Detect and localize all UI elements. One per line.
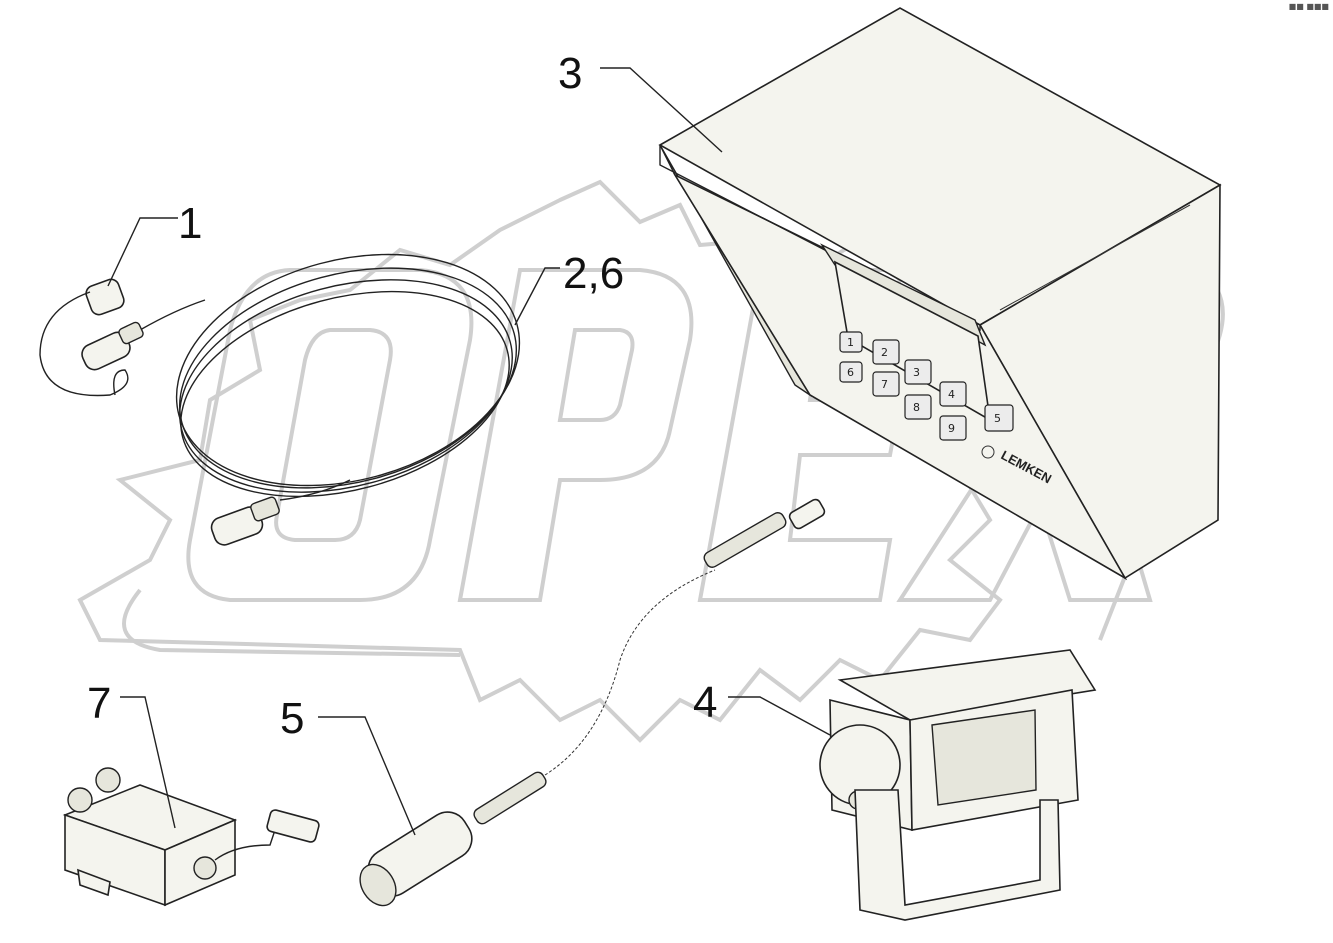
callout-labels: 1 2,6 3 4 5 7 [87, 49, 717, 743]
camera-unit [819, 649, 1097, 921]
monitor-visor-edge [659, 145, 981, 332]
monitor-unit: 1 2 3 4 5 6 7 8 9 LEMKEN [658, 7, 1222, 581]
plug-cable-dashed [544, 569, 716, 776]
monitor-key [872, 371, 900, 397]
leader-line-2-6 [514, 267, 560, 326]
monitor-key [904, 394, 932, 420]
camera-bracket [854, 789, 1061, 921]
label-2-6: 2,6 [563, 249, 624, 298]
monitor-key [839, 331, 863, 353]
monitor-brand-logo [981, 445, 995, 459]
coiled-cable [81, 253, 521, 546]
leader-line-5 [318, 716, 416, 836]
monitor-key-label: 7 [881, 378, 888, 391]
label-7: 7 [87, 679, 111, 728]
cable-lead-top [139, 299, 206, 331]
cable-lead-bottom [279, 479, 351, 501]
monitor-keypad: 1 2 3 4 5 6 7 8 9 [839, 331, 1014, 441]
leader-line-7 [120, 696, 176, 829]
cap-strap [39, 291, 129, 397]
label-5: 5 [280, 694, 304, 743]
monitor-top-line [999, 204, 1191, 311]
cable-coil-loop [180, 290, 510, 498]
monitor-key [984, 404, 1014, 432]
cable-coil-loop [178, 267, 518, 489]
label-4: 4 [693, 678, 717, 727]
junction-lead-plug [266, 809, 320, 843]
leader-line-3 [600, 67, 723, 153]
monitor-key [839, 361, 863, 383]
cable-end-connector [788, 498, 826, 530]
monitor-key-label: 9 [948, 422, 955, 435]
camera-lens-window [931, 709, 1037, 806]
plug-face [359, 863, 397, 907]
watermark-letter-p [457, 268, 694, 602]
monitor-key-label: 3 [913, 366, 920, 379]
label-3: 3 [558, 49, 582, 98]
junction-port [95, 767, 121, 793]
monitor-key-label: 4 [948, 388, 955, 401]
monitor-key-label: 2 [881, 346, 888, 359]
junction-box [62, 767, 320, 907]
cable-strain-relief-top [703, 512, 787, 568]
connector-female [210, 496, 280, 546]
cap-body [85, 278, 125, 316]
leader-lines [107, 67, 831, 836]
connector-male [81, 321, 144, 371]
monitor-key-label: 8 [913, 401, 920, 414]
corner-mark: ■■ ■■■ [1288, 2, 1329, 11]
monitor-key-label: 5 [994, 412, 1001, 425]
plug-strain-relief [473, 771, 547, 825]
junction-port [193, 856, 217, 880]
monitor-key [872, 339, 900, 365]
watermark-letter-o [186, 268, 474, 602]
camera-hood [837, 649, 1097, 721]
label-1: 1 [178, 199, 202, 248]
leader-line-4 [728, 696, 831, 736]
monitor-key-label: 1 [847, 336, 854, 349]
leader-line-1 [107, 217, 178, 287]
camera-plug [359, 498, 826, 907]
junction-mount-foot [77, 868, 111, 897]
monitor-key [904, 359, 932, 385]
cable-coil-loop [175, 253, 521, 487]
monitor-key-label: 6 [847, 366, 854, 379]
monitor-key [939, 381, 967, 407]
protective-cap [39, 278, 129, 397]
monitor-key [939, 415, 967, 441]
junction-lead [214, 829, 276, 861]
junction-port [67, 787, 93, 813]
